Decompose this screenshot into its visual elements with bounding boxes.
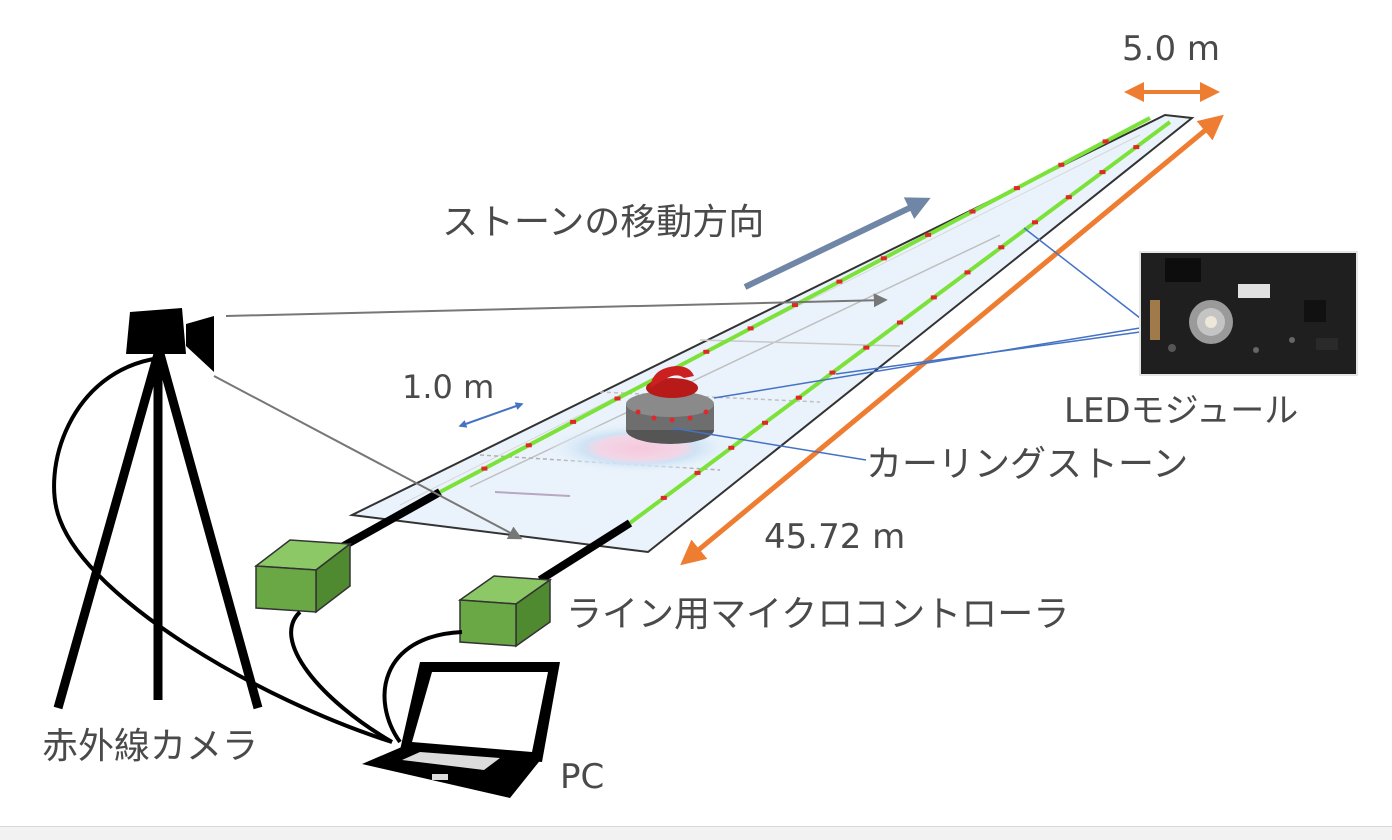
led-dot — [965, 270, 971, 274]
ir-camera-label: 赤外線カメラ — [42, 726, 258, 767]
led-dot — [830, 371, 836, 375]
width-label: 5.0 m — [1122, 29, 1220, 69]
led-dot — [661, 496, 667, 500]
led-dot — [998, 245, 1004, 249]
controller-box-right — [460, 576, 550, 646]
stone-direction-label: ストーンの移動方向 — [442, 202, 764, 243]
led-dot — [897, 321, 903, 325]
led-dot — [863, 346, 869, 350]
led-dot — [615, 397, 621, 401]
led-dot — [881, 256, 887, 260]
led-dot — [1133, 145, 1139, 149]
led-dot — [796, 396, 802, 400]
pc-cables — [54, 358, 462, 742]
led-dot — [792, 303, 798, 307]
led-dot — [970, 210, 976, 214]
led-dot — [748, 326, 754, 330]
led-dot — [1066, 195, 1072, 199]
led-dot — [836, 280, 842, 284]
led-dot — [481, 467, 487, 471]
led-dot — [931, 295, 937, 299]
led-dot — [695, 471, 701, 475]
controller-box-left — [256, 540, 350, 612]
line-controller-label: ライン用マイクロコントローラ — [566, 594, 1069, 635]
led-dot — [925, 233, 931, 237]
led-dot — [703, 350, 709, 354]
led-dot — [1058, 163, 1064, 167]
led-dot — [1103, 139, 1109, 143]
led-module-label: LEDモジュール — [1064, 391, 1298, 431]
sheet-length-label: 45.72 m — [764, 517, 905, 557]
led-dot — [1014, 186, 1020, 190]
led-dot — [1032, 220, 1038, 224]
lane-spacing-arrow — [460, 404, 522, 426]
led-module-photo — [1140, 252, 1357, 375]
ir-camera-graphic — [58, 308, 258, 708]
curling-stone-label: カーリングストーン — [866, 444, 1188, 485]
led-dot — [728, 446, 734, 450]
led-dot — [526, 443, 532, 447]
led-dot — [762, 421, 768, 425]
pc-label: PC — [560, 757, 604, 797]
lane-spacing-label: 1.0 m — [402, 368, 494, 406]
led-dot — [1100, 170, 1106, 174]
led-dot — [570, 420, 576, 424]
